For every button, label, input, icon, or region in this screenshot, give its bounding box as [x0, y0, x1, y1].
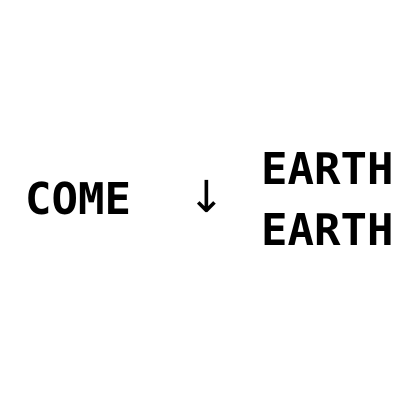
right-word-top: EARTH	[261, 144, 394, 195]
right-word-bottom: EARTH	[261, 205, 394, 256]
left-word: COME	[25, 174, 131, 225]
down-arrow-icon: ↓	[188, 172, 225, 223]
